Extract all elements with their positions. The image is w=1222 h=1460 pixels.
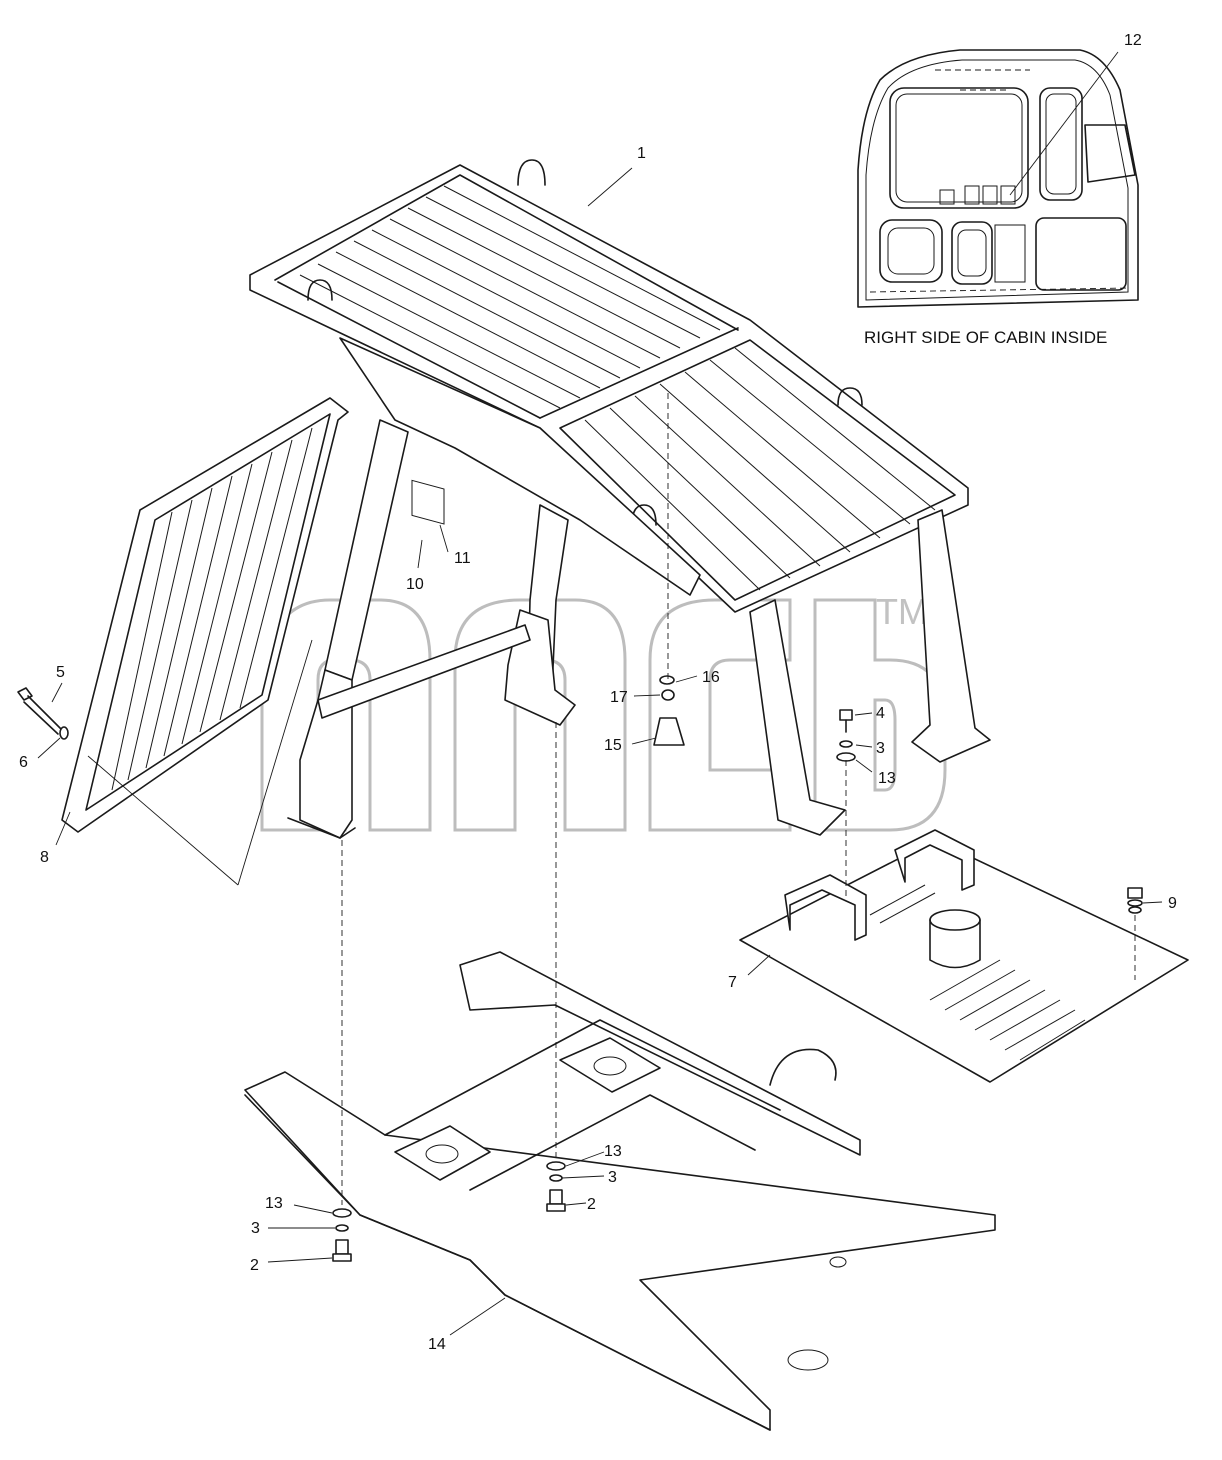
callout-2: 2: [587, 1196, 596, 1213]
roof-guard: [249, 159, 969, 613]
lifting-eye: [517, 159, 546, 186]
roof-slats-front: [584, 347, 936, 591]
callout-13: 13: [265, 1195, 283, 1212]
inset-caption: RIGHT SIDE OF CABIN INSIDE: [864, 328, 1107, 347]
callout-10: 10: [406, 576, 424, 593]
lifting-eye: [307, 279, 333, 301]
floor-plate: [739, 829, 1189, 1083]
cross-bar: [317, 624, 531, 719]
floor-slots: [869, 884, 1086, 1061]
callout-3: 3: [876, 740, 885, 757]
leader-lines: [37, 51, 1163, 1336]
mounting-boss: [769, 1048, 837, 1086]
callout-13: 13: [878, 770, 896, 787]
callout-12: 12: [1124, 32, 1142, 49]
callout-4: 4: [876, 705, 885, 722]
washer-6: [59, 726, 69, 740]
watermark-logo: TM: [260, 591, 947, 832]
bolt-9: [1127, 887, 1143, 914]
callout-7: 7: [728, 974, 737, 991]
lifting-eye: [837, 387, 863, 406]
hardware-stack-mid: [546, 1161, 566, 1212]
callout-14: 14: [428, 1336, 446, 1353]
callout-15: 15: [604, 737, 622, 754]
hardware-stack-center: [653, 675, 685, 746]
callout-3: 3: [608, 1169, 617, 1186]
callout-11: 11: [454, 550, 471, 567]
cabin-inside-inset: RIGHT SIDE OF CABIN INSIDE: [857, 49, 1139, 347]
hardware-stack-left: [332, 1208, 352, 1262]
callout-17: 17: [610, 689, 628, 706]
front-left-leg: [749, 599, 846, 836]
callout-2: 2: [250, 1257, 259, 1274]
callout-5: 5: [56, 664, 65, 681]
callout-6: 6: [19, 754, 28, 771]
callout-16: 16: [702, 669, 720, 686]
side-screen: [61, 397, 349, 833]
hardware-stack-right: [836, 709, 856, 762]
front-right-leg: [911, 509, 991, 763]
callout-3: 3: [251, 1220, 260, 1237]
roof-slats-rear: [299, 185, 721, 409]
callout-1: 1: [637, 145, 646, 162]
callout-13: 13: [604, 1143, 622, 1160]
watermark-trademark: TM: [876, 591, 928, 632]
bolt-5: [17, 687, 63, 735]
callout-9: 9: [1168, 895, 1177, 912]
callout-8: 8: [40, 849, 49, 866]
upper-frame: [244, 951, 996, 1431]
